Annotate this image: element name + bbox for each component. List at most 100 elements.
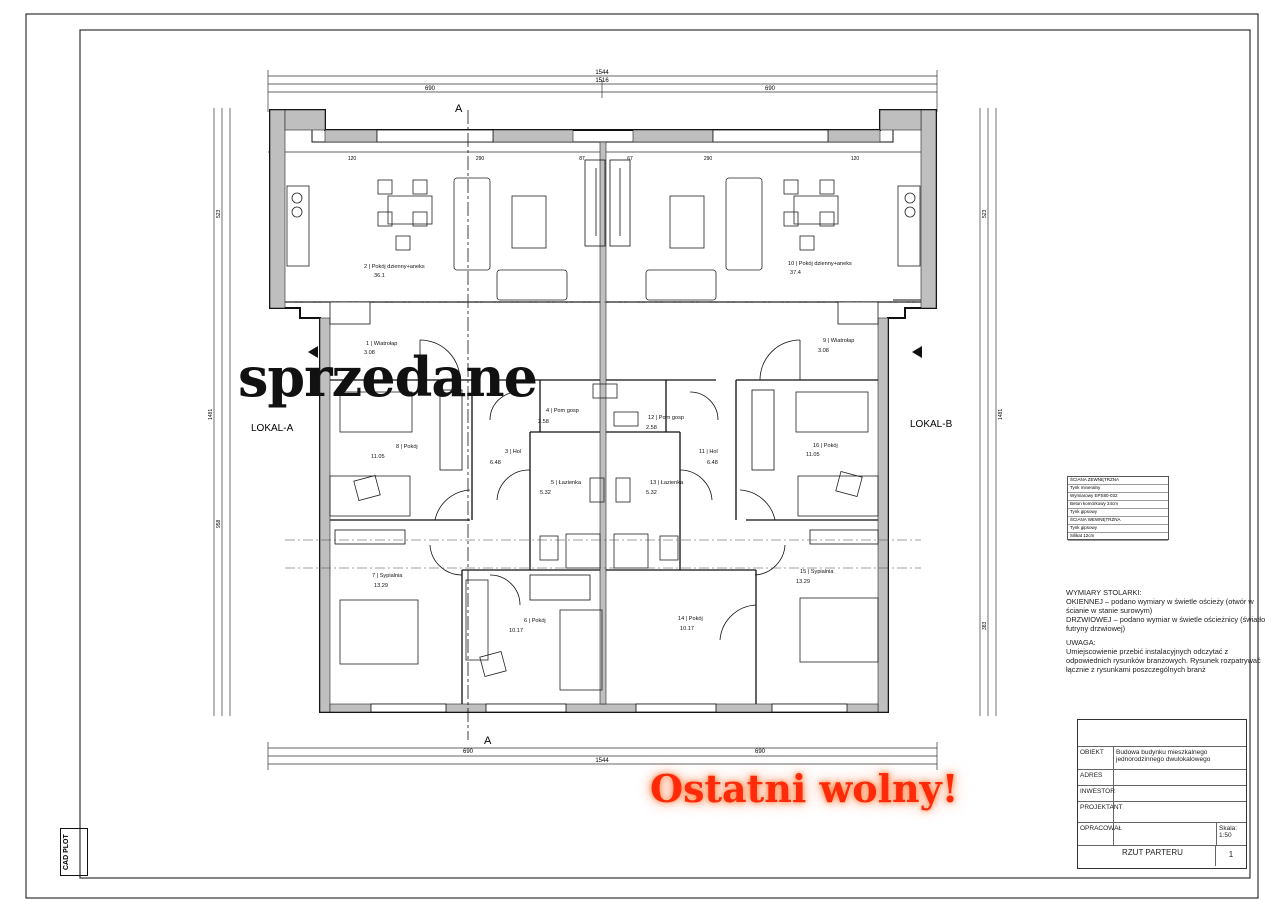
- tb-value: [1114, 786, 1246, 801]
- room-4-name: 4 | Pom gosp: [546, 408, 579, 414]
- dim-top-part-3: 87: [579, 156, 585, 162]
- wall-hatch: [269, 109, 937, 713]
- entrance-arrows: [308, 346, 922, 358]
- dim-side-left-2: 1481: [208, 409, 214, 420]
- tb-label: INWESTOR: [1078, 786, 1115, 801]
- legend-row: ŚCIANA WEWNĘTRZNA: [1068, 517, 1168, 525]
- room-labels: 2 | Pokój dzienny+aneks 36.1 10 | Pokój …: [364, 261, 854, 634]
- section-marker-top: A: [455, 103, 463, 115]
- room-1-area: 3.08: [364, 350, 375, 356]
- dim-top-part-2: 290: [476, 156, 485, 162]
- notes-heading: WYMIARY STOLARKI:: [1066, 588, 1142, 597]
- section-marker-bottom: A: [484, 735, 492, 747]
- furniture: [286, 177, 921, 691]
- tb-value: Budowa budynku mieszkalnego jednorodzinn…: [1116, 749, 1211, 763]
- dim-side-right-1: 523: [982, 209, 988, 218]
- legend-row: Tynk gipsowy: [1068, 525, 1168, 533]
- central-spine: [584, 159, 631, 247]
- room-12-name: 12 | Pom gosp: [648, 415, 684, 421]
- room-11-area: 6.48: [707, 460, 718, 466]
- legend-row: Beton komórkowy 24cm: [1068, 501, 1168, 509]
- notes-remark-heading: UWAGA:: [1066, 638, 1096, 647]
- room-1-name: 1 | Wiatrołap: [366, 341, 397, 347]
- room-12-area: 2.58: [646, 425, 657, 431]
- promo-overlay-text: Ostatni wolny!: [650, 766, 959, 811]
- sold-overlay-text: sprzedane: [238, 345, 538, 409]
- room-2-area: 36.1: [374, 273, 385, 279]
- room-15-name: 15 | Sypialnia: [800, 569, 834, 575]
- legend-heading: ŚCIANA ZEWNĘTRZNA: [1068, 477, 1168, 485]
- dim-side-left-3: 958: [216, 519, 222, 528]
- room-10-area: 37.4: [790, 270, 801, 276]
- tb-value: [1114, 770, 1246, 785]
- bottom-dimensions: [267, 742, 938, 770]
- room-16-area: 11.05: [806, 452, 820, 458]
- room-8-name: 8 | Pokój: [396, 444, 418, 450]
- dim-side-left-1: 523: [216, 209, 222, 218]
- notes-door: DRZWIOWEJ – podano wymiar w świetle ości…: [1066, 615, 1266, 633]
- dim-total-bottom: 1544: [595, 758, 609, 764]
- dim-top-part-4: 67: [627, 156, 633, 162]
- room-14-area: 10.17: [680, 626, 694, 632]
- tb-label: ADRES: [1078, 770, 1114, 785]
- tb-scale-label: Skala:: [1219, 825, 1238, 832]
- legend-row: Tynk gipsowy: [1068, 509, 1168, 517]
- dim-total-top: 1544: [595, 70, 609, 76]
- room-16-name: 16 | Pokój: [813, 443, 838, 449]
- unit-label-right: LOKAL-B: [910, 419, 953, 430]
- room-6-name: 6 | Pokój: [524, 618, 546, 624]
- room-13-area: 5.32: [646, 490, 657, 496]
- dim-side-right-3: 383: [982, 621, 988, 630]
- tb-value: [1114, 802, 1246, 822]
- tb-label: OBIEKT: [1078, 747, 1114, 769]
- side-dimensions: [213, 108, 997, 716]
- dim-top-part-5: 290: [704, 156, 713, 162]
- sheet-inner-border: [79, 29, 1251, 879]
- dim-half-left: 690: [425, 86, 436, 92]
- axis-lines: [285, 301, 921, 569]
- notes-window: OKIENNEJ – podano wymiary w świetle ości…: [1066, 597, 1254, 615]
- dim-half-right: 690: [765, 86, 776, 92]
- dim-top-part-6: 120: [851, 156, 860, 162]
- room-5-area: 5.32: [540, 490, 551, 496]
- room-6-area: 10.17: [509, 628, 523, 634]
- room-11-name: 11 | Hol: [699, 449, 718, 455]
- tb-label: OPRACOWAŁ: [1078, 823, 1122, 845]
- room-13-name: 13 | Łazienka: [650, 480, 684, 486]
- tb-scale: 1:50: [1219, 832, 1232, 839]
- room-9-area: 3.08: [818, 348, 829, 354]
- room-2-name: 2 | Pokój dzienny+aneks: [364, 264, 425, 270]
- sheet-outer-border: [25, 13, 1259, 899]
- room-14-name: 14 | Pokój: [678, 616, 703, 622]
- room-7-name: 7 | Sypialnia: [372, 573, 403, 579]
- room-7-area: 13.29: [374, 583, 388, 589]
- legend-row: Silikat 12cm: [1068, 533, 1168, 541]
- room-10-name: 10 | Pokój dzienny+aneks: [788, 261, 852, 267]
- unit-label-left: LOKAL-A: [251, 423, 294, 434]
- dim-inner-top: 1516: [595, 78, 609, 84]
- cad-plot-logo: CAD PLOT: [60, 828, 88, 876]
- dim-top-part-1: 120: [348, 156, 357, 162]
- dim-half-left-bottom: 690: [463, 749, 474, 755]
- tb-label: PROJEKTANT: [1078, 802, 1123, 822]
- tb-value: [1114, 823, 1216, 845]
- dim-side-right-2: 1481: [998, 409, 1004, 420]
- legend-row: Wymiarowy EPS80-032: [1068, 493, 1168, 501]
- notes-remark: Umiejscowienie przebić instalacyjnych od…: [1066, 647, 1261, 674]
- room-3-area: 6.48: [490, 460, 501, 466]
- room-5-name: 5 | Łazienka: [551, 480, 582, 486]
- room-15-area: 13.29: [796, 579, 810, 585]
- wall-legend: ŚCIANA ZEWNĘTRZNA Tynk mineralny Wymiaro…: [1067, 476, 1169, 541]
- room-9-name: 9 | Wiatrołap: [823, 338, 854, 344]
- dim-half-right-bottom: 690: [755, 749, 766, 755]
- room-4-area: 2.58: [538, 419, 549, 425]
- tb-sheet-no: 1: [1215, 846, 1246, 866]
- doors: [419, 339, 801, 641]
- legend-row: Tynk mineralny: [1068, 485, 1168, 493]
- room-3-name: 3 | Hol: [505, 449, 521, 455]
- joinery-notes: WYMIARY STOLARKI: OKIENNEJ – podano wymi…: [1066, 588, 1266, 679]
- tb-title: RZUT PARTERU: [1122, 848, 1183, 857]
